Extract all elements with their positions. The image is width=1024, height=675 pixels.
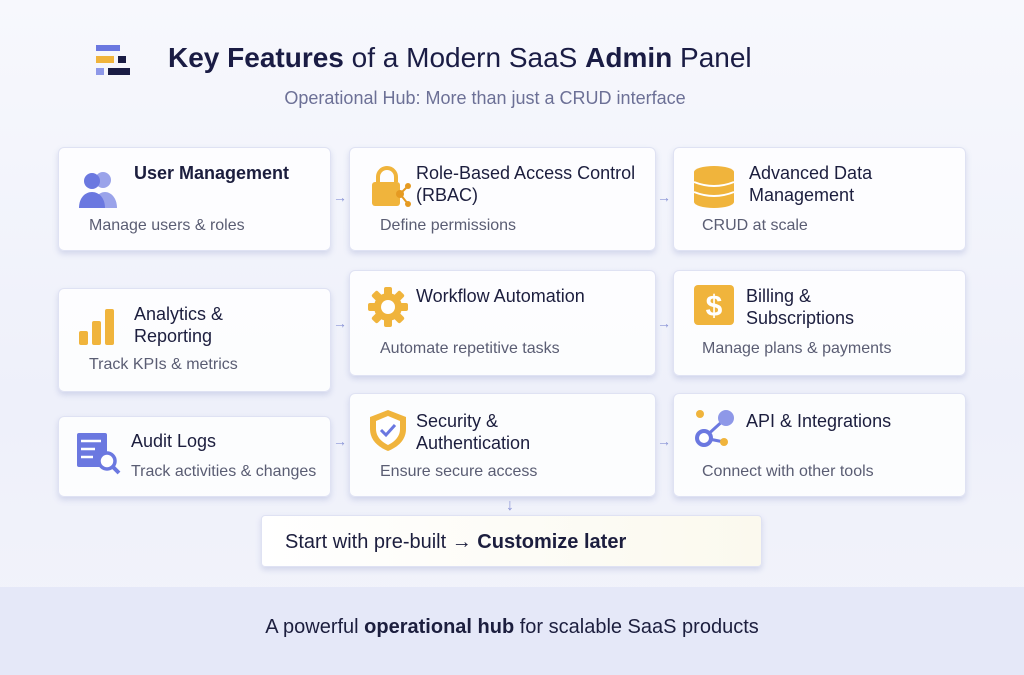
- card-data-management: Advanced Data Management CRUD at scale: [673, 147, 966, 251]
- card-title: Audit Logs: [131, 431, 217, 451]
- arrow-icon: →: [333, 433, 347, 449]
- arrow-icon: →: [657, 315, 671, 331]
- card-rbac: Role-Based Access Control (RBAC) Define …: [349, 147, 656, 251]
- down-arrow-icon: ↓: [506, 497, 514, 514]
- card-title: User Management: [134, 163, 290, 183]
- card-user-management: User Management Manage users & roles: [58, 147, 331, 251]
- card-api: API & Integrations Connect with other to…: [673, 393, 966, 497]
- cta-banner: Start with pre-built → Customize later: [261, 515, 762, 567]
- card-audit-logs: Audit Logs Track activities & changes: [58, 416, 331, 497]
- database-icon: [693, 166, 735, 208]
- lock-share-icon: [372, 166, 411, 207]
- card-description: Manage users & roles: [89, 217, 245, 234]
- audit-search-icon: [77, 433, 121, 475]
- card-title: Advanced Data Management: [749, 163, 873, 205]
- card-billing: $ Billing & Subscriptions Manage plans &…: [673, 270, 966, 376]
- card-description: Automate repetitive tasks: [380, 340, 560, 357]
- card-title: API & Integrations: [746, 411, 892, 431]
- logo-icon: [96, 45, 130, 75]
- users-icon: [79, 172, 117, 208]
- page-title: Key Features of a Modern SaaS Admin Pane…: [168, 42, 752, 73]
- svg-text:$: $: [706, 290, 723, 323]
- card-description: Track KPIs & metrics: [89, 356, 238, 373]
- card-description: Ensure secure access: [380, 463, 538, 480]
- card-title: Billing & Subscriptions: [746, 286, 855, 328]
- arrow-icon: →: [657, 433, 671, 449]
- card-description: Connect with other tools: [702, 463, 874, 480]
- card-description: Manage plans & payments: [702, 340, 892, 357]
- api-nodes-icon: [695, 410, 734, 447]
- card-description: Define permissions: [380, 217, 517, 234]
- card-title: Security & Authentication: [416, 411, 531, 453]
- card-title: Analytics & Reporting: [134, 304, 224, 346]
- arrow-icon: →: [657, 189, 671, 205]
- shield-check-icon: [370, 410, 406, 451]
- page-subtitle: Operational Hub: More than just a CRUD i…: [284, 88, 686, 108]
- dollar-icon: $: [694, 285, 734, 325]
- arrow-icon: →: [333, 315, 347, 331]
- arrow-icon: →: [333, 189, 347, 205]
- card-description: Track activities & changes: [131, 463, 317, 480]
- card-workflow: Workflow Automation Automate repetitive …: [349, 270, 656, 376]
- card-title: Workflow Automation: [416, 286, 585, 306]
- gear-icon: [368, 287, 408, 327]
- card-description: CRUD at scale: [702, 217, 808, 234]
- card-security: Security & Authentication Ensure secure …: [349, 393, 656, 497]
- bar-chart-icon: [79, 309, 114, 345]
- card-analytics: Analytics & Reporting Track KPIs & metri…: [58, 288, 331, 392]
- footer-tagline: A powerful operational hub for scalable …: [0, 587, 1024, 675]
- card-title: Role-Based Access Control (RBAC): [416, 163, 636, 205]
